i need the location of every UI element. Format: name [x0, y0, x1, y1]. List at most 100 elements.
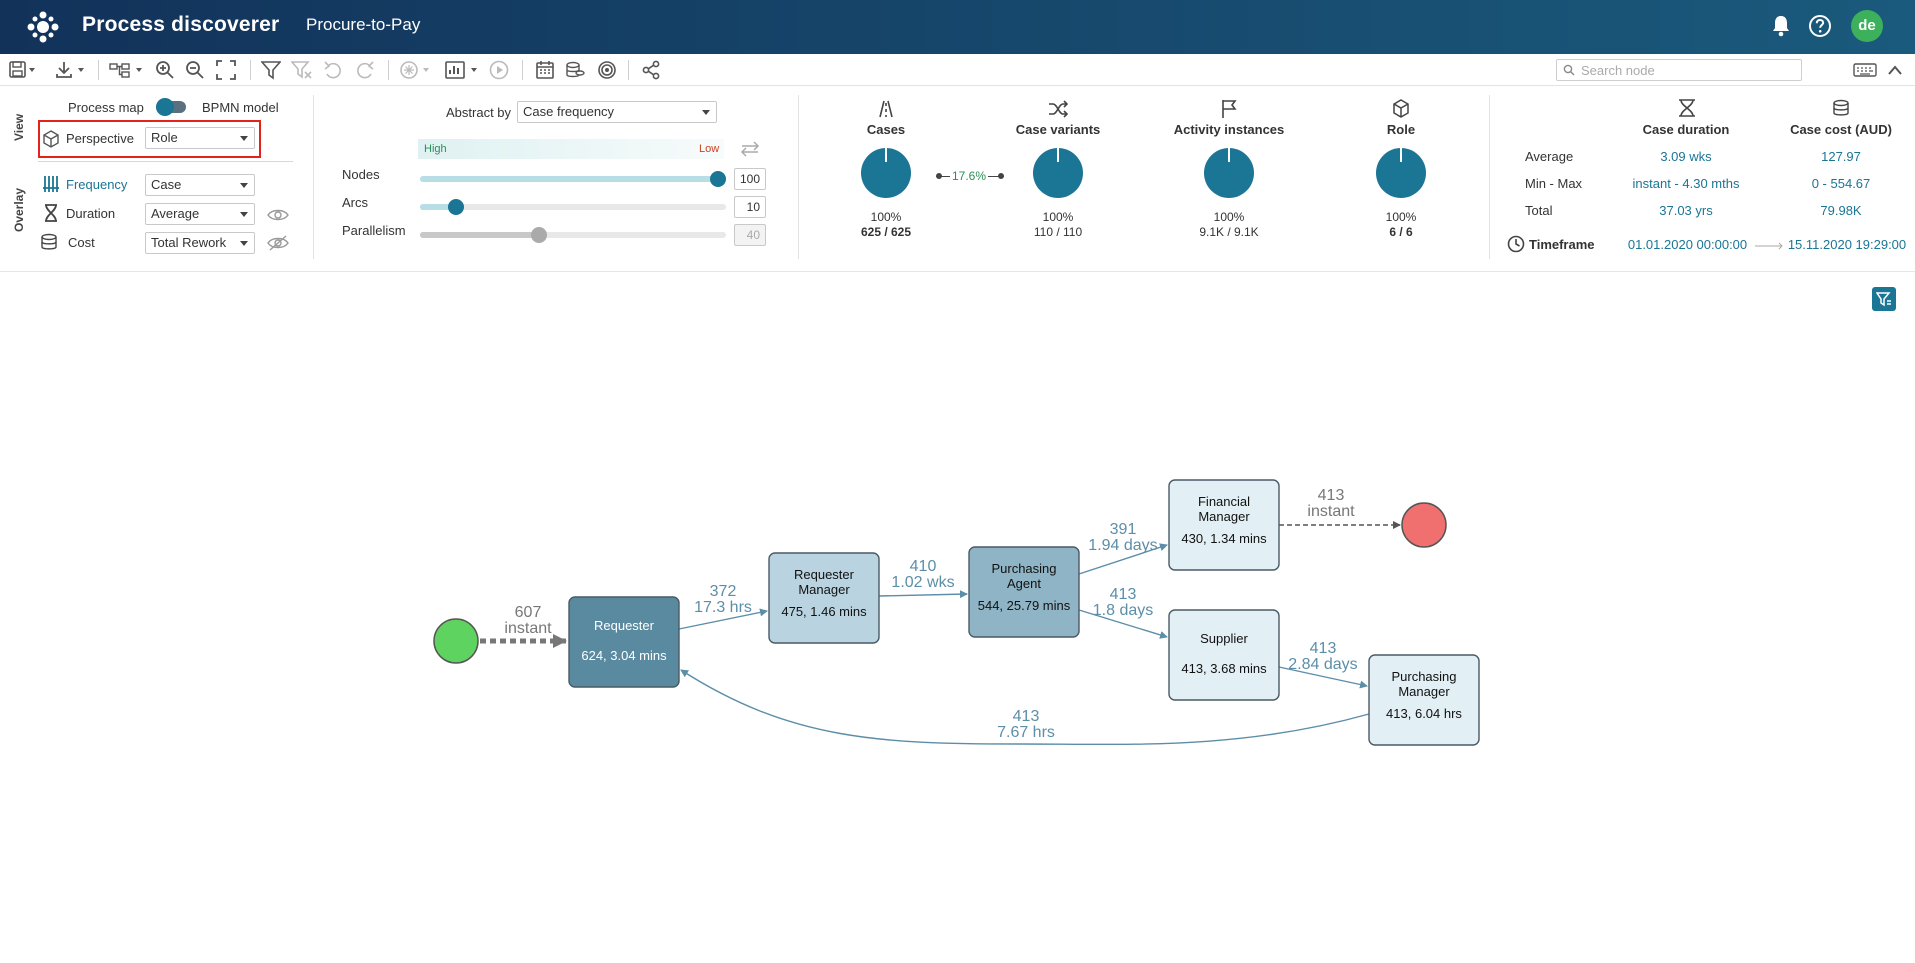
view-section-label: View: [12, 113, 26, 141]
map-filter-button[interactable]: [1872, 287, 1896, 311]
metric-row-label: Total: [1525, 203, 1553, 218]
slider-value-arcs[interactable]: 10: [734, 196, 766, 218]
search-node-input[interactable]: [1581, 62, 1791, 78]
slider-value-parallelism[interactable]: 40: [734, 224, 766, 246]
duration-hourglass-icon: [1679, 99, 1695, 117]
filter-icon[interactable]: [260, 59, 282, 81]
slider-parallelism[interactable]: [420, 227, 726, 243]
node-box[interactable]: [768, 552, 880, 644]
eye-icon[interactable]: [267, 207, 289, 223]
slider-value-nodes[interactable]: 100: [734, 168, 766, 190]
calendar-icon[interactable]: [534, 59, 556, 81]
save-icon[interactable]: [6, 59, 38, 81]
download-icon[interactable]: [54, 59, 88, 81]
process-map-bpmn-toggle[interactable]: [156, 98, 186, 116]
timeframe-arrow-icon: [1755, 242, 1783, 250]
frequency-select[interactable]: Case: [145, 174, 255, 196]
animation-icon[interactable]: [398, 59, 434, 81]
slider-handle-arcs[interactable]: [447, 199, 464, 215]
node-box[interactable]: [1168, 479, 1280, 571]
clear-filter-icon[interactable]: [290, 59, 314, 81]
help-icon[interactable]: [1808, 14, 1832, 38]
slider-handle-parallelism[interactable]: [531, 227, 548, 243]
app-logo-icon[interactable]: [26, 10, 60, 44]
arc-duration-label: 1.8 days: [1093, 602, 1153, 619]
arc-supplier-to-purchasing-manager[interactable]: [1278, 666, 1368, 689]
chart-icon[interactable]: [444, 59, 482, 81]
node-box[interactable]: [568, 596, 680, 688]
arc-count-label: 413: [1318, 487, 1345, 504]
arc-purchasing-manager-to-requester[interactable]: [680, 669, 1370, 746]
slider-label-nodes: Nodes: [342, 167, 380, 182]
arc-requester-to-requester-manager[interactable]: [678, 608, 768, 630]
collapse-icon[interactable]: [1884, 59, 1906, 81]
undo-icon[interactable]: [322, 59, 344, 81]
stat-value: 625 / 625: [860, 225, 912, 239]
node-box[interactable]: [1168, 609, 1280, 701]
avatar[interactable]: de: [1851, 10, 1883, 42]
slider-handle-nodes[interactable]: [710, 171, 726, 187]
stat-pie[interactable]: [1033, 148, 1083, 198]
arc-requester-manager-to-purchasing-agent[interactable]: [878, 590, 968, 599]
arc-count-label: 372: [710, 583, 737, 600]
node-box[interactable]: [1368, 654, 1480, 746]
start-node[interactable]: [433, 618, 479, 664]
hourglass-icon: [45, 204, 57, 222]
abstract-by-select[interactable]: Case frequency: [517, 101, 717, 123]
zoom-in-icon[interactable]: [154, 59, 176, 81]
stat-pct: 100%: [1213, 210, 1245, 224]
play-icon[interactable]: [488, 59, 510, 81]
eye-hidden-icon[interactable]: [267, 235, 289, 251]
end-node[interactable]: [1401, 502, 1447, 548]
arc-purchasing-agent-to-financial-manager[interactable]: [1078, 543, 1168, 575]
duration-select[interactable]: Average: [145, 203, 255, 225]
slider-nodes[interactable]: [420, 171, 726, 187]
redo-icon[interactable]: [354, 59, 376, 81]
high-label: High: [424, 143, 447, 155]
zoom-out-icon[interactable]: [184, 59, 206, 81]
node-name: Manager: [1398, 684, 1450, 699]
stat-pie[interactable]: [1204, 148, 1254, 198]
cost-icon[interactable]: [564, 59, 586, 81]
arc-purchasing-agent-to-supplier[interactable]: [1078, 609, 1168, 639]
variants-link-pct: 17.6%: [950, 169, 989, 183]
share-icon[interactable]: [640, 59, 662, 81]
bell-icon[interactable]: [1770, 14, 1792, 38]
keyboard-icon[interactable]: [1852, 59, 1878, 81]
stat-pie[interactable]: [861, 148, 911, 198]
swap-icon[interactable]: [740, 141, 760, 157]
node-name: Manager: [1198, 509, 1250, 524]
duration-label[interactable]: Duration: [66, 206, 116, 221]
layout-icon[interactable]: [108, 59, 146, 81]
arc-count-label: 410: [910, 558, 937, 575]
arc-count-label: 391: [1110, 521, 1137, 538]
cost-select[interactable]: Total Rework: [145, 232, 255, 254]
timeframe-end[interactable]: 15.11.2020 19:29:00: [1787, 237, 1907, 252]
timeframe-start[interactable]: 01.01.2020 00:00:00: [1627, 237, 1748, 252]
stat-pie[interactable]: [1376, 148, 1426, 198]
node-name: Purchasing: [1391, 669, 1456, 684]
road-icon: [879, 100, 893, 118]
process-map-label: Process map: [68, 100, 144, 115]
node-box[interactable]: [968, 546, 1080, 638]
frequency-label[interactable]: Frequency: [66, 177, 128, 192]
metric-duration-value: 37.03 yrs: [1659, 203, 1713, 218]
arc-count-label: 607: [515, 604, 542, 621]
target-icon[interactable]: [596, 59, 618, 81]
cube-icon: [43, 130, 59, 148]
slider-arcs[interactable]: [420, 199, 726, 215]
arc-count-label: 413: [1013, 708, 1040, 725]
stat-title: Role: [1386, 122, 1416, 137]
cost-label[interactable]: Cost: [68, 235, 95, 250]
fit-screen-icon[interactable]: [215, 59, 237, 81]
perspective-select[interactable]: Role: [145, 127, 255, 149]
